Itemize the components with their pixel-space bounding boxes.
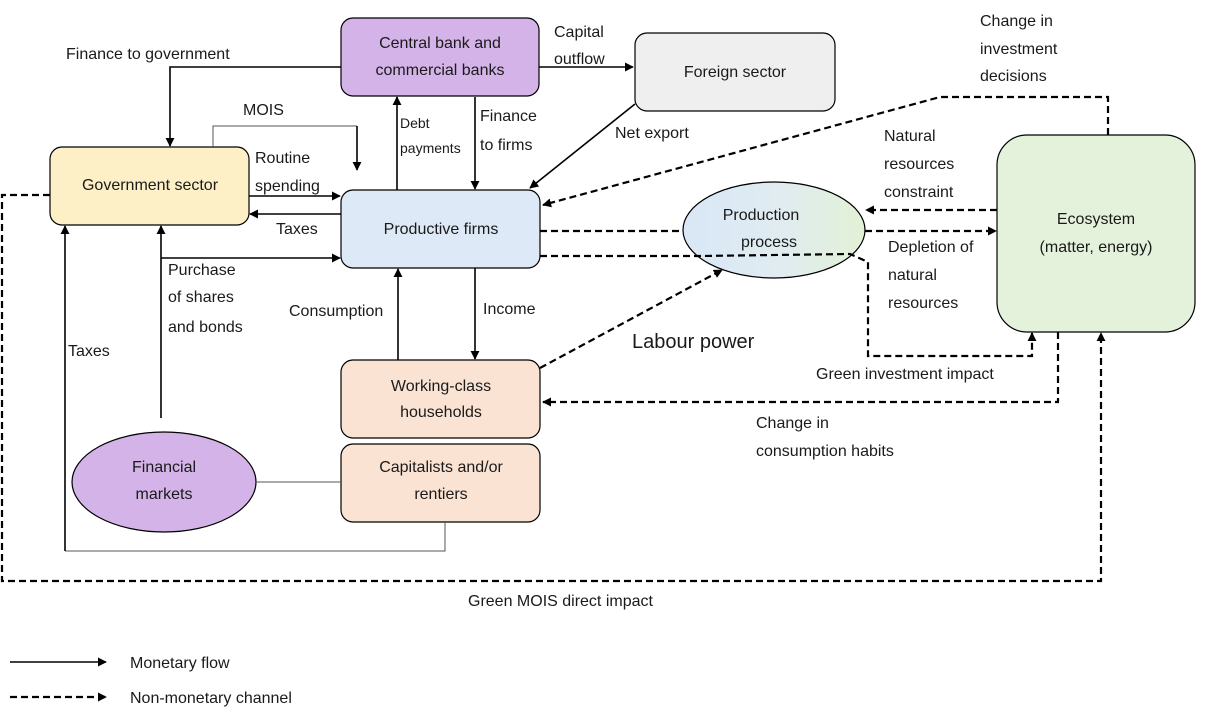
working-class-box — [340, 359, 541, 439]
government-box — [49, 146, 250, 226]
capitalists-label-2: rentiers — [414, 486, 467, 503]
production-process-label-2: process — [741, 234, 797, 251]
label-change-investment-1: Change in — [980, 13, 1053, 30]
label-routine-spending-2: spending — [255, 178, 320, 195]
node-ecosystem: Ecosystem (matter, energy) — [996, 134, 1196, 333]
arrow-green-investment — [540, 252, 1037, 358]
productive-firms-box — [340, 189, 541, 269]
label-consumption: Consumption — [289, 303, 383, 320]
label-purchase-1: Purchase — [168, 262, 236, 279]
label-taxes-firms: Taxes — [276, 221, 318, 238]
label-change-investment-3: decisions — [980, 68, 1047, 85]
label-finance-to-firms-1: Finance — [480, 108, 537, 125]
financial-markets-label-1: Financial — [132, 459, 196, 476]
ecosystem-label-2: (matter, energy) — [1040, 239, 1153, 256]
label-change-consumption-2: consumption habits — [756, 443, 894, 460]
productive-firms-label: Productive firms — [384, 221, 499, 238]
label-taxes-left: Taxes — [68, 343, 110, 360]
label-natural-resources-1: Natural — [884, 128, 936, 145]
financial-markets-label-2: markets — [136, 486, 193, 503]
label-green-investment: Green investment impact — [816, 366, 994, 383]
arrow-green-mois — [0, 193, 1106, 583]
line-capitalists-taxes — [65, 522, 446, 552]
node-capitalists: Capitalists and/or rentiers — [340, 443, 541, 523]
arrow-change-consumption — [542, 332, 1060, 407]
label-finance-to-government: Finance to government — [66, 46, 230, 63]
label-depletion-3: resources — [888, 295, 958, 312]
production-process-label-1: Production — [723, 207, 800, 224]
label-capital-outflow-2: outflow — [554, 51, 605, 68]
ecosystem-label-1: Ecosystem — [1057, 211, 1135, 228]
label-natural-resources-3: constraint — [884, 184, 954, 201]
node-financial-markets: Financial markets — [71, 431, 257, 533]
arrow-net-export — [529, 103, 636, 189]
label-routine-spending-1: Routine — [255, 150, 310, 167]
financial-markets-ellipse — [71, 431, 257, 533]
node-production-process: Production process — [682, 181, 866, 279]
label-mois: MOIS — [243, 102, 284, 119]
government-label: Government sector — [82, 177, 219, 194]
arrow-change-investment — [542, 95, 1110, 208]
label-capital-outflow-1: Capital — [554, 24, 604, 41]
central-bank-box — [340, 17, 540, 97]
legend: Monetary flow Non-monetary channel — [10, 655, 292, 707]
ecosystem-box — [996, 134, 1196, 333]
capitalists-box — [340, 443, 541, 523]
node-working-class: Working-class households — [340, 359, 541, 439]
node-central-bank: Central bank and commercial banks — [340, 17, 540, 97]
label-green-mois: Green MOIS direct impact — [468, 593, 654, 610]
production-process-ellipse — [682, 181, 866, 279]
capitalists-label-1: Capitalists and/or — [379, 459, 503, 476]
node-productive-firms: Productive firms — [340, 189, 541, 269]
label-labour-power: Labour power — [632, 331, 755, 353]
label-change-consumption-1: Change in — [756, 415, 829, 432]
node-government: Government sector — [49, 146, 250, 226]
label-finance-to-firms-2: to firms — [480, 137, 532, 154]
working-class-label-1: Working-class — [391, 378, 491, 395]
legend-non-monetary-label: Non-monetary channel — [130, 690, 292, 707]
line-mois — [212, 125, 357, 147]
working-class-label-2: households — [400, 404, 482, 421]
label-purchase-3: and bonds — [168, 319, 243, 336]
foreign-sector-box — [634, 32, 836, 112]
label-debt-payments-2: payments — [400, 140, 461, 156]
label-depletion-1: Depletion of — [888, 239, 974, 256]
node-foreign-sector: Foreign sector — [634, 32, 836, 112]
label-change-investment-2: investment — [980, 41, 1058, 58]
label-depletion-2: natural — [888, 267, 937, 284]
legend-monetary-label: Monetary flow — [130, 655, 230, 672]
label-net-export: Net export — [615, 125, 689, 142]
label-debt-payments-1: Debt — [400, 115, 430, 131]
central-bank-label-2: commercial banks — [376, 62, 505, 79]
label-natural-resources-2: resources — [884, 156, 954, 173]
arrow-labour-power — [539, 269, 723, 369]
label-purchase-2: of shares — [168, 289, 234, 306]
label-income: Income — [483, 301, 536, 318]
arrow-finance-to-government — [165, 66, 341, 147]
foreign-sector-label: Foreign sector — [684, 64, 787, 81]
central-bank-label-1: Central bank and — [379, 35, 501, 52]
